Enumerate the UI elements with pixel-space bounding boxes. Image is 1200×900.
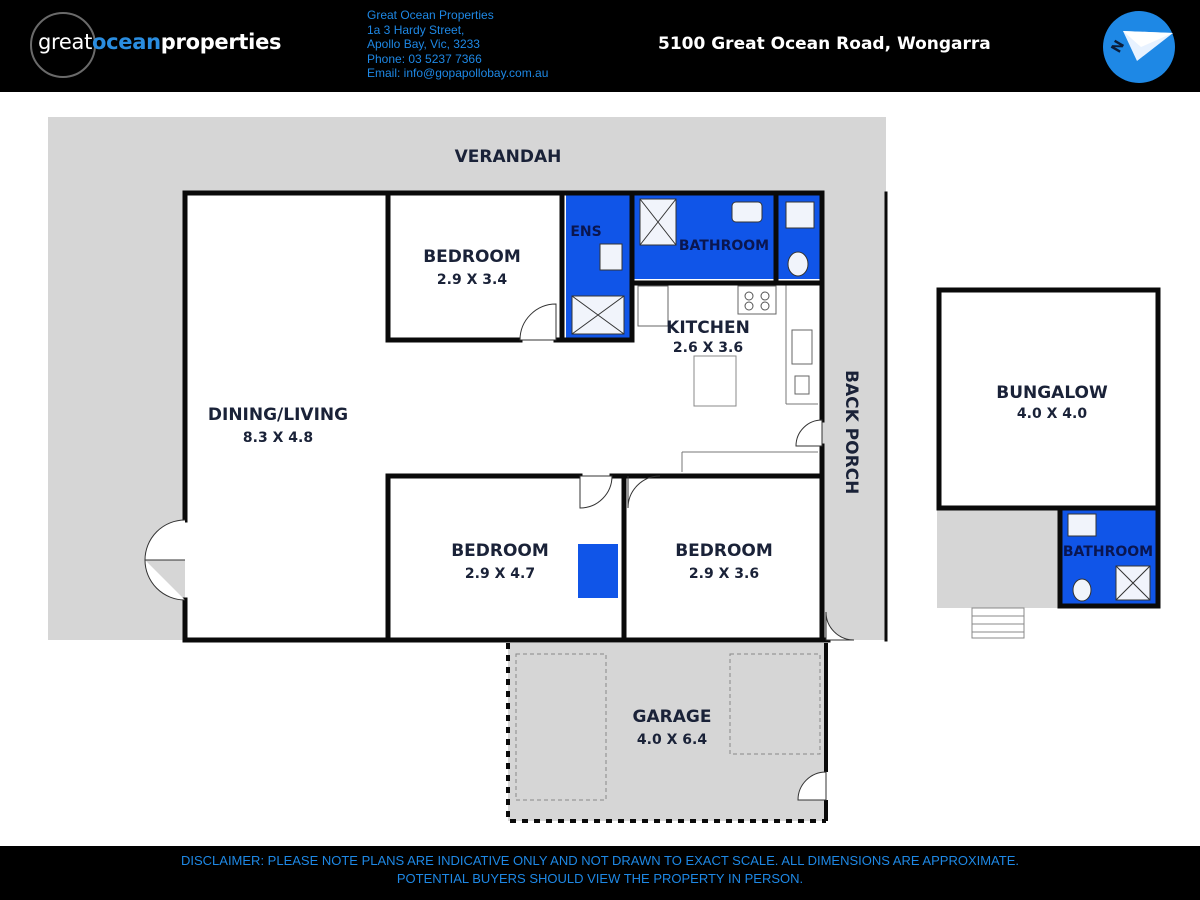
hall-bench: [681, 451, 818, 472]
footer-bar: [0, 846, 1200, 900]
bathroom-shower-cross: [639, 198, 677, 246]
door-bedroom-right: [627, 475, 661, 509]
bungalow-dim: 4.0 X 4.0: [1017, 406, 1087, 422]
kitchen-dim: 2.6 X 3.6: [673, 340, 743, 356]
bathroom-basin: [731, 201, 763, 223]
cooktop: [737, 285, 777, 315]
ensuite-area: [566, 195, 630, 289]
robe-area: [578, 544, 618, 598]
bungalow-label: BUNGALOW: [996, 383, 1108, 403]
agency-phone: Phone: 03 5237 7366: [367, 51, 482, 66]
dishwasher: [794, 375, 810, 395]
agency-contact-block: Great Ocean Properties 1a 3 Hardy Street…: [367, 8, 548, 81]
bedroom-right-dim: 2.9 X 3.6: [689, 566, 759, 582]
agency-name: Great Ocean Properties: [367, 8, 494, 22]
garage-wall-south: [506, 643, 826, 823]
garage-label: GARAGE: [633, 707, 712, 727]
bedroom-right-label: BEDROOM: [675, 541, 773, 561]
logo-part-ocean: ocean: [92, 30, 161, 54]
company-logo: greatoceanproperties: [38, 30, 282, 54]
door-bedroom-top: [519, 303, 557, 341]
bungalow-walls: [936, 287, 1161, 609]
garage-bay-right: [729, 653, 821, 755]
cooktop-burner-3: [744, 301, 754, 311]
bedroom-top-label: BEDROOM: [423, 247, 521, 267]
bungalow-bathroom-label: BATHROOM: [1063, 544, 1153, 560]
ensuite-vanity: [599, 243, 623, 271]
agency-email: Email: info@gopapollobay.com.au: [367, 66, 549, 81]
disclaimer-line-2: POTENTIAL BUYERS SHOULD VIEW THE PROPERT…: [396, 871, 804, 886]
bungalow-deck: [937, 508, 1059, 608]
door-back-porch: [795, 419, 823, 447]
back-porch-area: [822, 193, 886, 640]
garage-area: [508, 643, 826, 821]
bedroom-mid-label: BEDROOM: [451, 541, 549, 561]
kitchen-island: [693, 355, 737, 407]
fridge: [637, 285, 669, 327]
back-porch-label: BACK PORCH: [841, 370, 861, 494]
bathroom-toilet: [787, 251, 809, 277]
garage-dim: 4.0 X 6.4: [637, 732, 707, 748]
verandah-area: [48, 117, 886, 640]
cooktop-burner-4: [760, 301, 770, 311]
dining-living-dim: 8.3 X 4.8: [243, 430, 313, 446]
ensuite-shower-cross: [571, 295, 625, 335]
bungalow-toilet: [1072, 578, 1092, 602]
floor-plan: VERANDAH BACK PORCH DINING/LIVING 8.3 X …: [48, 117, 1161, 823]
door-front-double: [144, 519, 186, 601]
bungalow-shower-cross: [1115, 565, 1151, 601]
bedroom-top-dim: 2.9 X 3.4: [437, 272, 507, 288]
door-garage-rear: [797, 771, 827, 801]
logo-part-great: great: [38, 30, 93, 54]
step-lines: [972, 615, 1024, 633]
ensuite-label: ENS: [570, 224, 601, 240]
bungalow-basin: [1067, 513, 1097, 537]
door-bedroom-mid: [579, 475, 613, 509]
dining-living-label: DINING/LIVING: [208, 405, 348, 425]
compass-arrow-highlight: [1123, 31, 1173, 47]
door-garage-porch: [825, 611, 855, 641]
logo-part-properties: properties: [160, 30, 282, 54]
garage-bay-left: [515, 653, 607, 801]
bedroom-mid-dim: 2.9 X 4.7: [465, 566, 535, 582]
agency-city: Apollo Bay, Vic, 3233: [367, 37, 480, 52]
bathroom-vanity: [785, 201, 815, 229]
kitchen-label: KITCHEN: [666, 318, 750, 338]
cooktop-burner-2: [760, 291, 770, 301]
logo-ring: [30, 12, 96, 78]
agency-street: 1a 3 Hardy Street,: [367, 22, 465, 37]
wall-kitchen-north: [553, 280, 825, 343]
disclaimer: DISCLAIMER: PLEASE NOTE PLANS ARE INDICA…: [0, 852, 1200, 888]
disclaimer-line-1: DISCLAIMER: PLEASE NOTE PLANS ARE INDICA…: [180, 853, 1019, 868]
property-address: 5100 Great Ocean Road, Wongarra: [658, 34, 991, 54]
bungalow-steps: [971, 607, 1025, 639]
kitchen-sink: [791, 329, 813, 365]
bathroom-label: BATHROOM: [679, 238, 769, 254]
verandah-label: VERANDAH: [455, 147, 562, 167]
north-arrow-icon: N: [1103, 11, 1175, 83]
header-bar: [0, 0, 1200, 92]
wall-bedroom-top: [385, 190, 523, 343]
cooktop-burner-1: [744, 291, 754, 301]
